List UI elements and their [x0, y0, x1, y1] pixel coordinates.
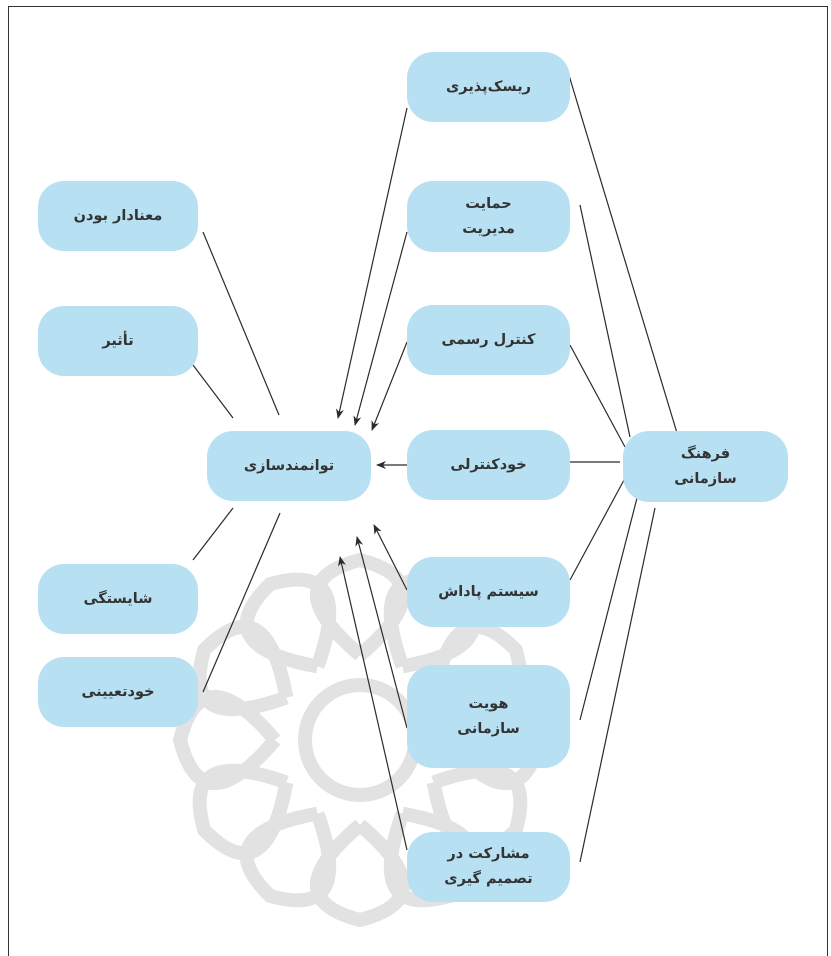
arrow-control-empowerment — [371, 341, 408, 431]
link-culture-reward — [569, 479, 625, 581]
arrow-support-empowerment — [353, 231, 408, 426]
link-empowerment-impact — [192, 364, 234, 419]
node-formal-control: کنترل رسمی — [407, 305, 570, 375]
node-risk-taking: ریسک‌پذیری — [407, 52, 570, 122]
node-decision-participation: مشارکت در تصمیم گیری — [407, 832, 570, 902]
node-impact: تأثیر — [38, 306, 198, 376]
node-organizational-culture: فرهنگ سازمانی — [623, 431, 788, 502]
node-competence: شایستگی — [38, 564, 198, 634]
node-empowerment: توانمندسازی — [207, 431, 371, 501]
arrow-participation-empowerment — [338, 556, 408, 851]
node-self-determination: خودتعیینی — [38, 657, 198, 727]
link-culture-identity — [579, 497, 638, 721]
link-culture-control — [569, 344, 626, 448]
node-management-support: حمایت مدیریت — [407, 181, 570, 252]
node-organizational-identity: هویت سازمانی — [407, 665, 570, 768]
arrow-identity-empowerment — [355, 536, 408, 729]
link-empowerment-selfdet — [202, 512, 281, 693]
link-empowerment-competence — [192, 507, 234, 561]
node-reward-system: سیستم پاداش — [407, 557, 570, 627]
diagram-frame — [8, 6, 828, 956]
link-empowerment-meaning — [202, 231, 280, 416]
arrow-reward-empowerment — [373, 524, 408, 591]
node-meaningfulness: معنادار بودن — [38, 181, 198, 251]
link-culture-risk — [567, 71, 678, 434]
arrow-risk-empowerment — [336, 107, 408, 419]
node-self-control: خودکنترلی — [407, 430, 570, 500]
link-culture-support — [579, 204, 631, 438]
link-culture-participation — [579, 507, 656, 863]
